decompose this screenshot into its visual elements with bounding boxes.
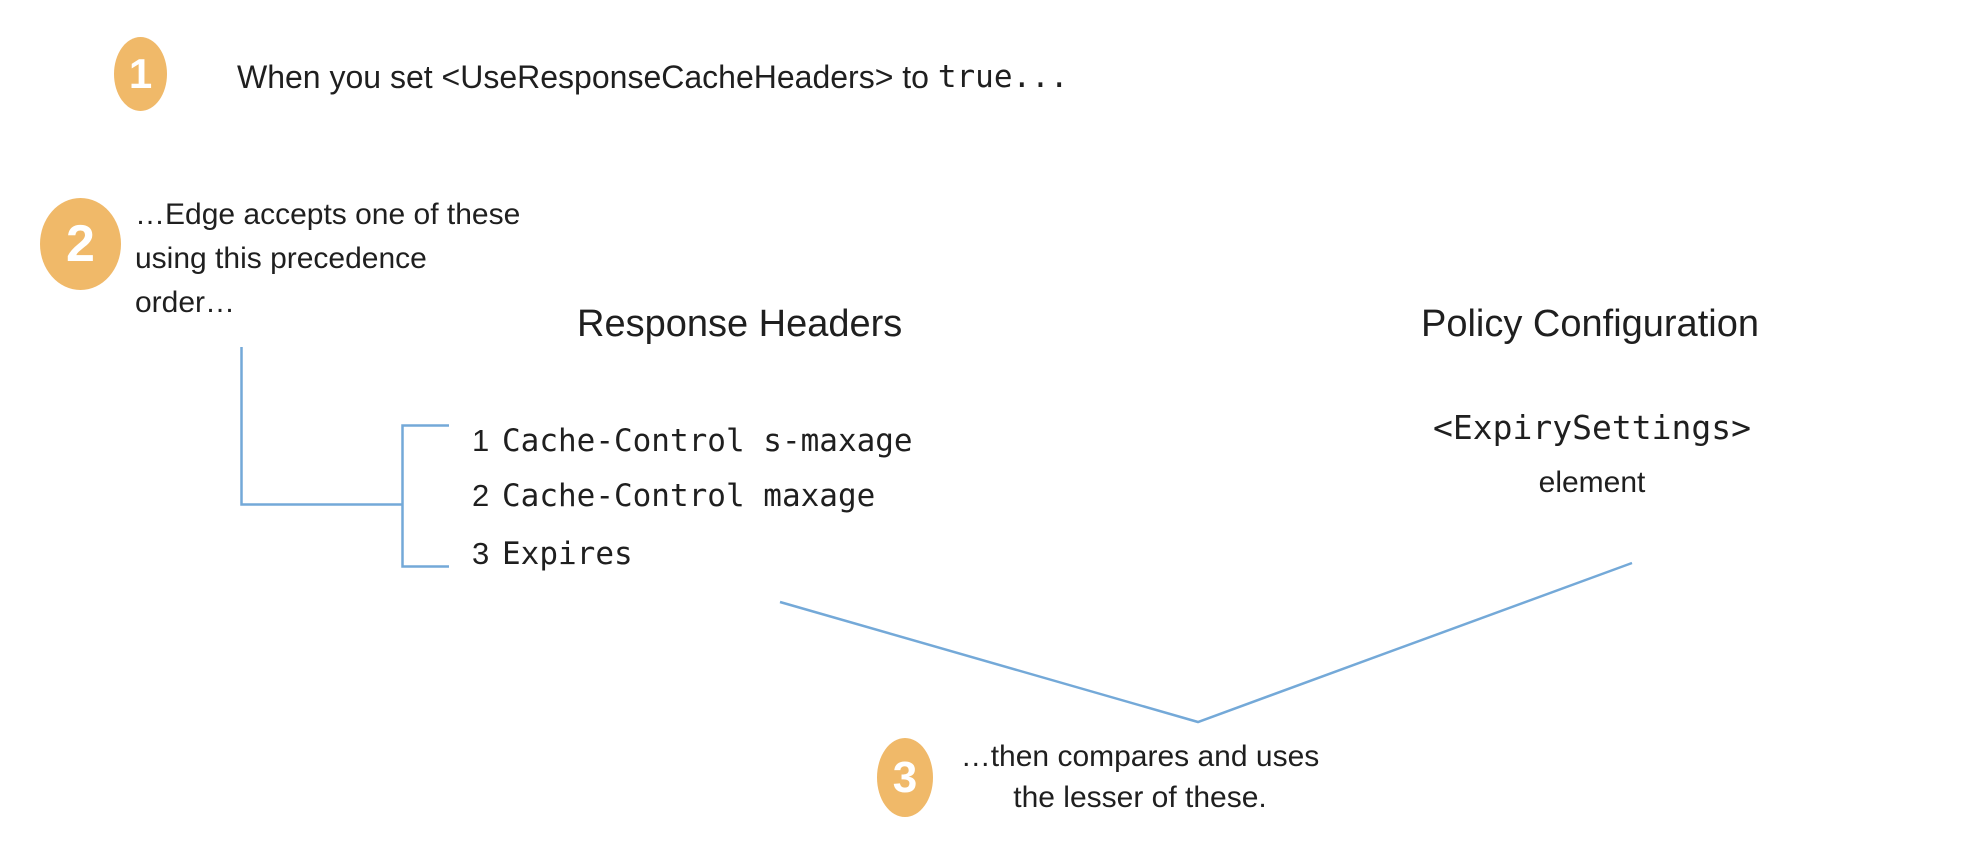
step-1-number: 1 bbox=[128, 50, 153, 97]
response-headers-heading: Response Headers bbox=[577, 303, 903, 345]
step-2-line-1: …Edge accepts one of these bbox=[135, 198, 521, 231]
precedence-item-2-rank: 2 bbox=[472, 478, 490, 513]
step-2-line-2: using this precedence bbox=[135, 242, 427, 275]
step-2-number: 2 bbox=[66, 215, 95, 273]
step-2-badge: 2 bbox=[40, 198, 121, 290]
precedence-item-1-name: Cache-Control s-maxage bbox=[502, 423, 913, 459]
step-1-code: true... bbox=[937, 59, 1069, 95]
expiry-settings-caption: element bbox=[1538, 466, 1646, 499]
precedence-connector-line bbox=[240, 347, 402, 506]
step-1-badge: 1 bbox=[114, 37, 167, 111]
policy-configuration-heading: Policy Configuration bbox=[1421, 303, 1759, 345]
precedence-item-2: 2 Cache-Control maxage bbox=[472, 478, 875, 514]
precedence-item-1-rank: 1 bbox=[472, 423, 490, 458]
expiry-settings-code: <ExpirySettings> bbox=[1433, 408, 1751, 447]
step-2-line-3: order… bbox=[135, 286, 236, 319]
list-bracket bbox=[401, 424, 449, 568]
step-2-text: …Edge accepts one of these using this pr… bbox=[135, 193, 520, 325]
precedence-item-3-name: Expires bbox=[502, 536, 633, 572]
precedence-item-3: 3 Expires bbox=[472, 536, 633, 572]
step-1-text-sans: When you set <UseResponseCacheHeaders> t… bbox=[237, 58, 938, 95]
step-3-text: …then compares and uses the lesser of th… bbox=[955, 736, 1325, 818]
step-3-line-2: the lesser of these. bbox=[1013, 781, 1267, 814]
step-3-badge: 3 bbox=[877, 738, 933, 817]
precedence-item-3-rank: 3 bbox=[472, 536, 490, 571]
compare-v-connector bbox=[779, 561, 1633, 724]
precedence-item-1: 1 Cache-Control s-maxage bbox=[472, 423, 913, 459]
step-1-text: When you set <UseResponseCacheHeaders> t… bbox=[237, 40, 1069, 114]
step-3-line-1: …then compares and uses bbox=[960, 740, 1320, 773]
precedence-item-2-name: Cache-Control maxage bbox=[502, 478, 876, 514]
step-3-number: 3 bbox=[892, 752, 918, 802]
